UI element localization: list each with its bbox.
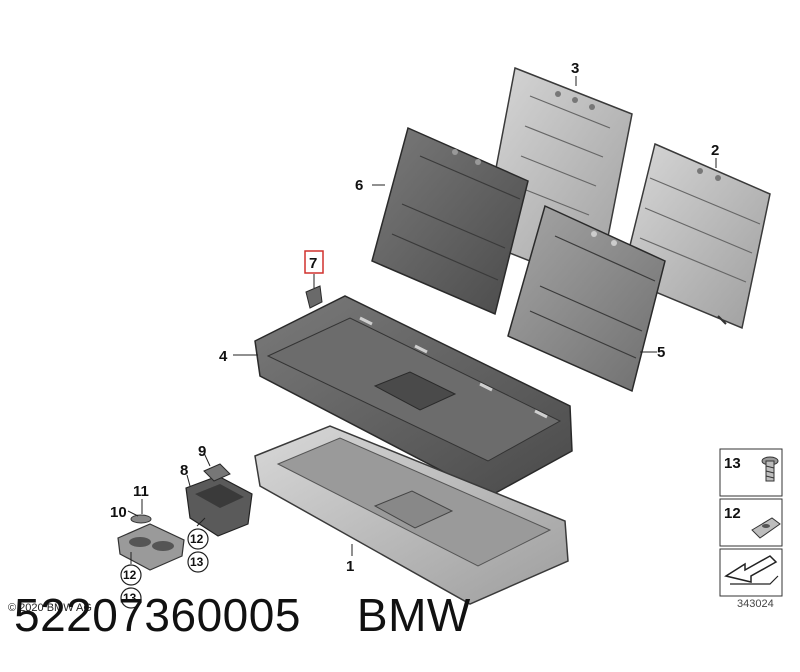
callout-2: 2 (711, 142, 719, 159)
callout-1: 1 (346, 558, 354, 575)
callout-7: 7 (309, 255, 317, 272)
highlighted-callout-7: 7 (304, 250, 324, 274)
leader-lines (127, 76, 717, 564)
image-number: 343024 (737, 598, 774, 610)
circled-callout-13-a: 13 (187, 551, 209, 573)
clip-part-7 (305, 285, 323, 309)
part-caption: 52207360005 BMW (14, 588, 527, 642)
part-number: 52207360005 (14, 589, 301, 641)
legend-box-13: 13 (719, 448, 783, 497)
callout-13-b: 13 (123, 591, 137, 605)
callout-5: 5 (657, 344, 665, 361)
callout-11: 11 (133, 483, 149, 500)
brand-name: BMW (356, 589, 471, 641)
screw-icon (761, 456, 779, 482)
callout-8: 8 (180, 462, 188, 479)
tray-part-8 (185, 475, 253, 537)
callout-12-a: 12 (190, 532, 204, 546)
backrest-part-6 (371, 126, 529, 316)
copyright-notice: © 2020 BMW AG (8, 602, 92, 614)
seat-cushion-part-4 (254, 295, 573, 497)
legend-label-13: 13 (724, 455, 741, 472)
seat-base-part-1 (254, 425, 569, 605)
legend-box-12: 12 (719, 498, 783, 547)
callout-12-b: 12 (123, 568, 137, 582)
callout-13-a: 13 (190, 555, 204, 569)
circled-callout-12-a: 12 (187, 528, 209, 550)
arrow-icon (724, 555, 779, 585)
callout-10: 10 (110, 504, 127, 521)
callout-9: 9 (198, 443, 206, 460)
callout-4: 4 (219, 348, 228, 365)
legend-label-12: 12 (724, 505, 741, 522)
callout-3: 3 (571, 60, 579, 77)
legend-box-arrow (719, 548, 783, 597)
cover-part-9 (203, 463, 231, 482)
disc-part-11 (130, 514, 152, 524)
callout-6: 6 (355, 177, 363, 194)
backrest-part-5 (507, 204, 666, 393)
cupholder-part-10 (117, 523, 185, 571)
circled-callout-12-b: 12 (120, 564, 142, 586)
circled-callout-13-b: 13 (120, 587, 142, 609)
clip-nut-icon (751, 517, 781, 539)
